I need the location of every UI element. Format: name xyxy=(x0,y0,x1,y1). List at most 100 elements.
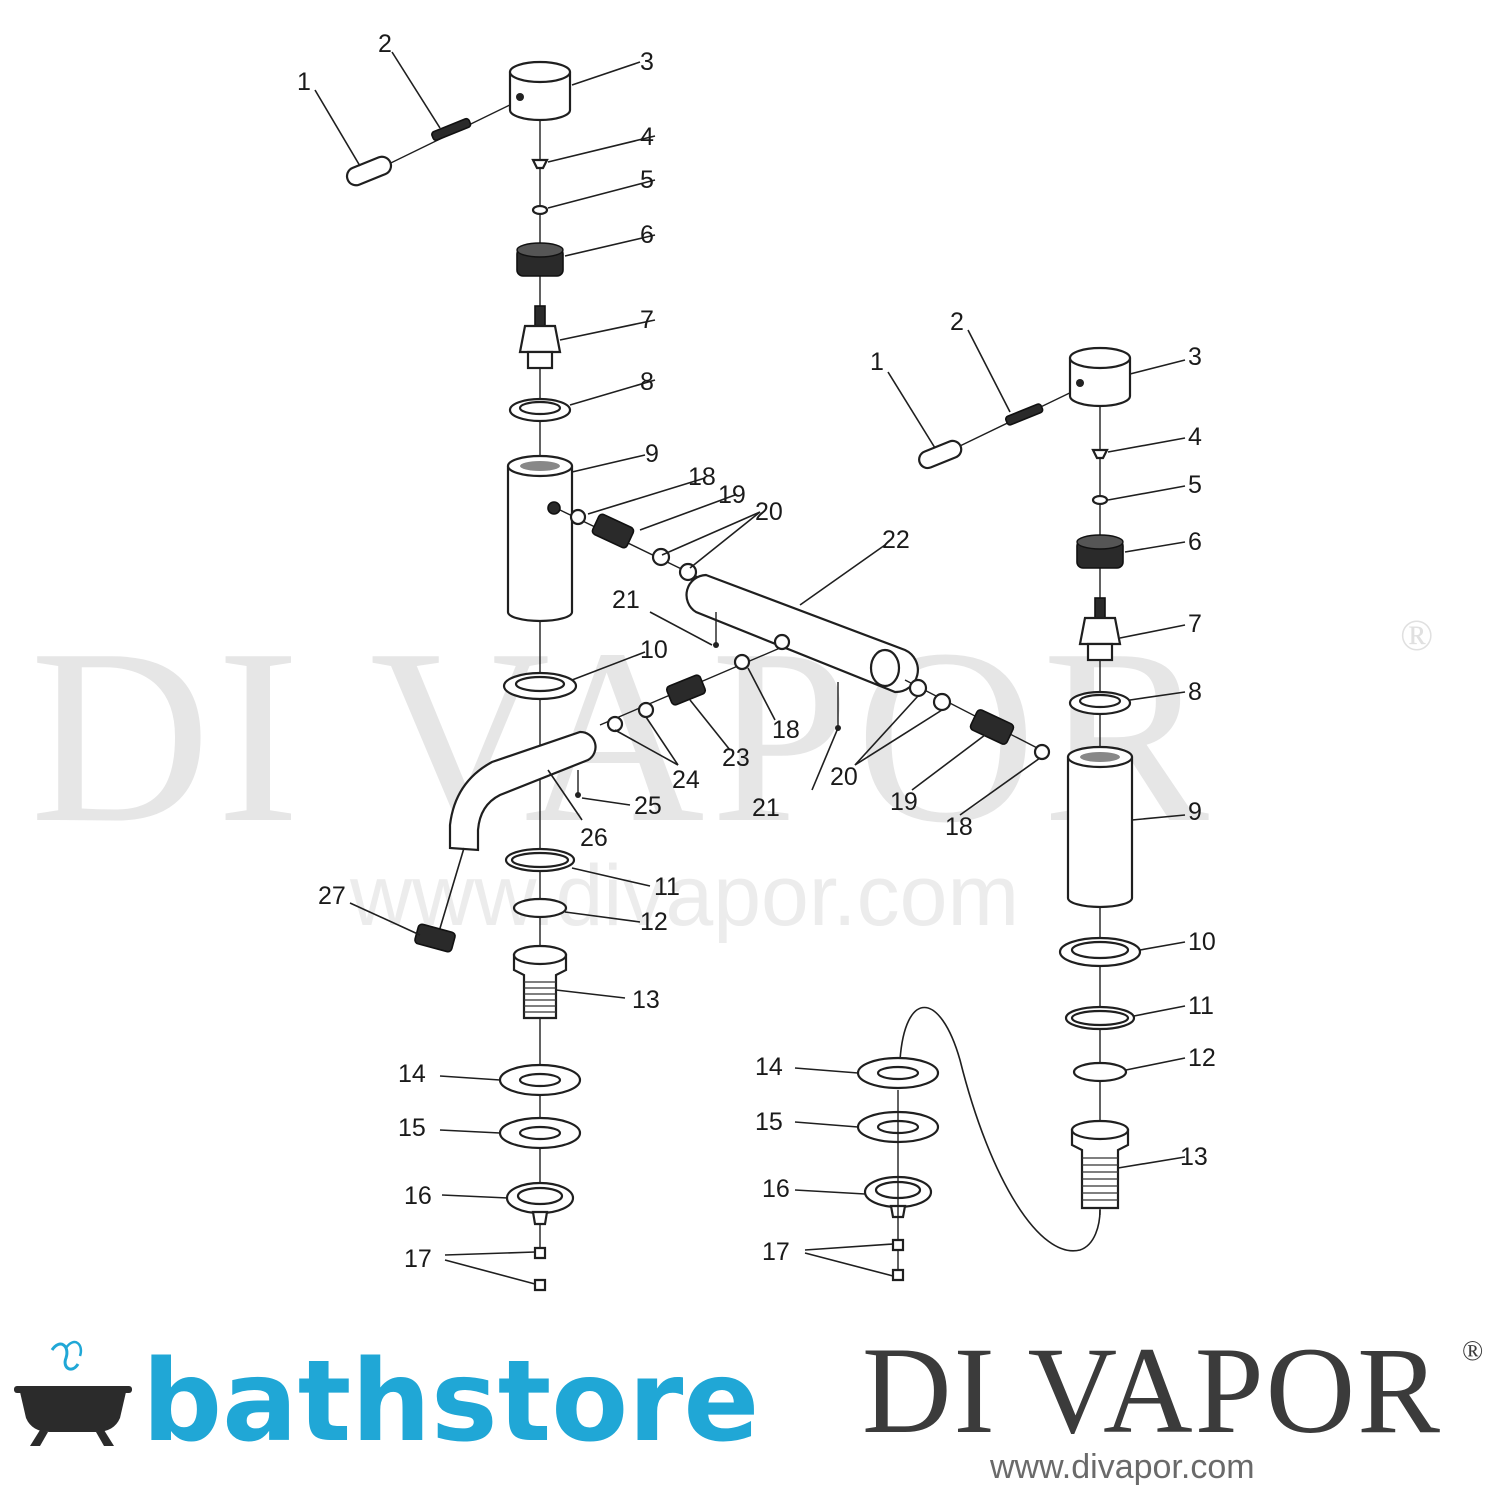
callout: 7 xyxy=(1188,610,1202,638)
callout: 14 xyxy=(398,1060,426,1088)
bridge-pipe-22 xyxy=(685,573,919,731)
right-part-13-threaded-shank xyxy=(1070,1119,1130,1210)
callout: 11 xyxy=(654,873,680,901)
right-part-14-washer xyxy=(856,1056,940,1090)
callout: 19 xyxy=(890,788,918,816)
callout: 15 xyxy=(398,1114,426,1142)
right-part-11-o-ring-inner xyxy=(1070,1009,1130,1027)
right-part-17-screws xyxy=(891,1238,905,1282)
callout: 20 xyxy=(755,498,783,526)
flex-hose xyxy=(899,1006,1101,1252)
callout: 5 xyxy=(640,166,654,194)
callout: 20 xyxy=(830,763,858,791)
left-part-5-washer xyxy=(531,204,549,216)
callout: 10 xyxy=(640,636,668,664)
callout: 3 xyxy=(1188,343,1202,371)
callout: 18 xyxy=(945,813,973,841)
right-part-9-body xyxy=(1066,745,1134,909)
left-part-8-ring xyxy=(508,397,572,423)
callout: 10 xyxy=(1188,928,1216,956)
watermark-url: www.divapor.com xyxy=(349,848,1019,944)
spout-26 xyxy=(437,730,597,936)
divapor-logo: DI VAPOR xyxy=(862,1322,1442,1459)
left-part-3-cap xyxy=(508,60,572,122)
callout: 26 xyxy=(580,824,608,852)
right-part-10-ring xyxy=(1058,936,1142,968)
callout: 13 xyxy=(1180,1143,1208,1171)
leader-lines xyxy=(314,51,1186,1285)
callout: 6 xyxy=(640,221,654,249)
callout: 27 xyxy=(318,882,346,910)
callout: 1 xyxy=(297,68,311,96)
callout: 13 xyxy=(632,986,660,1014)
callout: 12 xyxy=(1188,1044,1216,1072)
callout: 17 xyxy=(762,1238,790,1266)
left-part-14-washer xyxy=(498,1063,582,1097)
callout: 7 xyxy=(640,306,654,334)
callout: 24 xyxy=(672,766,700,794)
bathtub-icon xyxy=(14,1340,132,1446)
callout: 15 xyxy=(755,1108,783,1136)
callout: 6 xyxy=(1188,528,1202,556)
callout: 8 xyxy=(640,368,654,396)
right-part-4-screw xyxy=(1091,448,1109,460)
callout: 2 xyxy=(378,30,392,58)
left-side-connector xyxy=(559,508,701,582)
left-part-6-knurled-nut xyxy=(516,242,564,277)
callout: 19 xyxy=(718,481,746,509)
watermark: DI VAPOR ® www.divapor.com xyxy=(30,598,1433,944)
callout: 23 xyxy=(722,744,750,772)
right-part-8-ring xyxy=(1068,690,1132,716)
left-part-10-ring xyxy=(502,671,578,701)
footer-branding: bathstore DI VAPOR ® www.divapor.com xyxy=(14,1322,1483,1486)
callout: 14 xyxy=(755,1053,783,1081)
left-part-4-screw xyxy=(531,158,549,170)
callout: 4 xyxy=(1188,423,1202,451)
right-part-6-knurled-nut xyxy=(1076,534,1124,569)
callout: 3 xyxy=(640,48,654,76)
left-valve-assembly xyxy=(345,60,919,1292)
right-side-connector xyxy=(904,678,1051,761)
spout-connector xyxy=(599,647,781,733)
right-part-5-washer xyxy=(1091,494,1109,506)
right-part-1-lever xyxy=(918,439,963,470)
callout: 11 xyxy=(1188,992,1214,1020)
callout: 21 xyxy=(752,794,780,822)
divapor-url: www.divapor.com xyxy=(989,1448,1255,1486)
right-valve-assembly xyxy=(856,346,1142,1282)
left-part-13-threaded-shank xyxy=(512,944,568,1020)
watermark-registered-mark: ® xyxy=(1400,611,1433,660)
callout: 17 xyxy=(404,1245,432,1273)
left-part-15-washer xyxy=(498,1116,582,1150)
left-part-16-back-nut xyxy=(505,1181,575,1226)
right-part-2-pin xyxy=(1004,403,1044,426)
callout: 2 xyxy=(950,308,964,336)
left-part-12-o-ring xyxy=(512,897,568,919)
callout: 8 xyxy=(1188,678,1202,706)
right-part-12-o-ring xyxy=(1072,1061,1128,1083)
callout: 16 xyxy=(762,1175,790,1203)
bathstore-logo: bathstore xyxy=(142,1337,759,1467)
left-part-9-body xyxy=(506,454,574,623)
left-part-7-cartridge xyxy=(518,305,562,370)
callout: 16 xyxy=(404,1182,432,1210)
left-part-11-o-ring-inner xyxy=(510,851,570,869)
left-part-17-screws xyxy=(533,1246,547,1292)
callout: 12 xyxy=(640,908,668,936)
callout: 9 xyxy=(645,440,659,468)
left-part-2-pin xyxy=(431,117,472,142)
callout: 18 xyxy=(772,716,800,744)
right-part-7-cartridge xyxy=(1078,597,1122,662)
callout: 1 xyxy=(870,348,884,376)
callout: 25 xyxy=(634,792,662,820)
right-part-3-cap xyxy=(1068,346,1132,408)
callout: 22 xyxy=(882,526,910,554)
callout: 9 xyxy=(1188,798,1202,826)
right-callouts: 1 2 3 4 5 6 7 8 20 21 19 18 9 10 11 12 1… xyxy=(752,308,1216,1266)
left-part-1-lever xyxy=(345,155,393,187)
callout: 5 xyxy=(1188,471,1202,499)
callout: 21 xyxy=(612,586,640,614)
left-callouts: 1 2 3 4 5 6 7 8 9 18 19 20 22 21 10 23 1… xyxy=(297,30,910,1273)
callout: 18 xyxy=(688,463,716,491)
